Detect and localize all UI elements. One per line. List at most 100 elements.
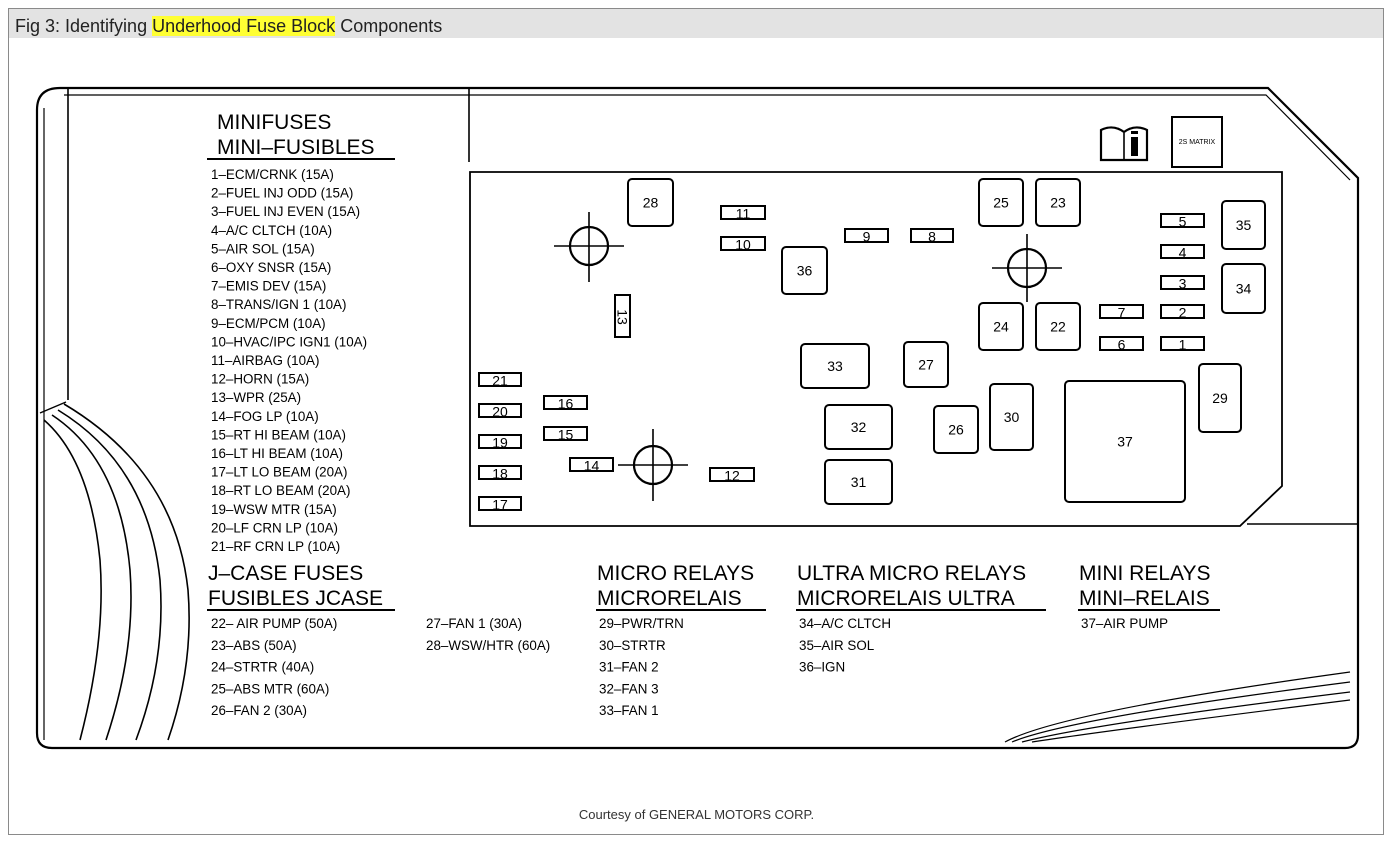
fuse-label-5: 5: [1179, 214, 1187, 230]
ultra-micro-relay-item: 35–AIR SOL: [799, 638, 874, 653]
relay-24: [978, 302, 1024, 351]
fuse-20: [478, 403, 522, 418]
minifuse-item: 19–WSW MTR (15A): [211, 502, 337, 517]
mini-relay-item: 37–AIR PUMP: [1081, 616, 1168, 631]
fuse-label-3: 3: [1179, 276, 1187, 292]
fuse-label-18: 18: [492, 466, 508, 482]
fuse-10: [720, 236, 766, 251]
minifuses-header-en: MINIFUSES: [217, 111, 331, 134]
minifuse-item: 6–OXY SNSR (15A): [211, 260, 331, 275]
relay-34: [1221, 263, 1266, 314]
relay-label-34: 34: [1236, 281, 1252, 297]
micro-relays-header-fr: MICRORELAIS: [597, 587, 742, 610]
fuse-label-10: 10: [735, 237, 751, 253]
minifuse-item: 18–RT LO BEAM (20A): [211, 483, 350, 498]
relay-label-26: 26: [948, 422, 964, 438]
micro-relays-header-en: MICRO RELAYS: [597, 562, 754, 585]
relay-label-22: 22: [1050, 319, 1066, 335]
jcase-fuse-item: 28–WSW/HTR (60A): [426, 638, 550, 653]
fuse-label-6: 6: [1118, 337, 1126, 353]
fuse-8: [910, 228, 954, 243]
jcase-fuse-item: 24–STRTR (40A): [211, 660, 314, 675]
fuse-label-2: 2: [1179, 305, 1187, 321]
micro-relay-item: 29–PWR/TRN: [599, 616, 684, 631]
fuse-label-20: 20: [492, 404, 508, 420]
minifuse-item: 1–ECM/CRNK (15A): [211, 167, 334, 182]
relay-33: [800, 343, 870, 389]
relay-27: [903, 341, 949, 388]
fuse-21: [478, 372, 522, 387]
relay-35: [1221, 200, 1266, 250]
minifuse-item: 4–A/C CLTCH (10A): [211, 223, 332, 238]
jcase-header-en: J–CASE FUSES: [208, 562, 363, 585]
minifuse-item: 2–FUEL INJ ODD (15A): [211, 186, 353, 201]
fuse-19: [478, 434, 522, 449]
relay-label-30: 30: [1004, 409, 1020, 425]
fuse-label-12: 12: [724, 468, 740, 484]
minifuse-item: 16–LT HI BEAM (10A): [211, 446, 343, 461]
relay-25: [978, 178, 1024, 227]
relay-22: [1035, 302, 1081, 351]
fuse-2: [1160, 304, 1205, 319]
manual-book-icon: [1099, 126, 1149, 162]
relay-37: [1064, 380, 1186, 503]
jcase-header-fr: FUSIBLES JCASE: [208, 587, 383, 610]
relay-label-33: 33: [827, 358, 843, 374]
fuse-14: [569, 457, 614, 472]
minifuse-item: 11–AIRBAG (10A): [211, 353, 319, 368]
fuse-label-13: 13: [615, 309, 631, 325]
minifuse-item: 10–HVAC/IPC IGN1 (10A): [211, 334, 367, 349]
jcase-fuse-item: 26–FAN 2 (30A): [211, 703, 307, 718]
minifuse-item: 17–LT LO BEAM (20A): [211, 465, 347, 480]
fuse-18: [478, 465, 522, 480]
fuse-label-4: 4: [1179, 245, 1187, 261]
minifuses-header-fr: MINI–FUSIBLES: [217, 136, 375, 159]
figure-frame: [8, 8, 1384, 835]
ultra-micro-relay-item: 34–A/C CLTCH: [799, 616, 891, 631]
fuse-4: [1160, 244, 1205, 259]
fuse-7: [1099, 304, 1144, 319]
relay-26: [933, 405, 979, 454]
fuse-label-21: 21: [492, 373, 508, 389]
fuse-label-8: 8: [928, 229, 936, 245]
relay-label-36: 36: [797, 263, 813, 279]
fuse-label-14: 14: [584, 458, 600, 474]
relay-31: [824, 459, 893, 505]
relay-36: [781, 246, 828, 295]
fuse-5: [1160, 213, 1205, 228]
fuse-1: [1160, 336, 1205, 351]
minifuse-item: 21–RF CRN LP (10A): [211, 539, 340, 554]
fuse-16: [543, 395, 588, 410]
relay-label-24: 24: [993, 319, 1009, 335]
micro-relay-item: 32–FAN 3: [599, 681, 659, 696]
mini-relays-header-fr: MINI–RELAIS: [1079, 587, 1210, 610]
fuse-label-7: 7: [1118, 305, 1126, 321]
relay-label-28: 28: [643, 195, 659, 211]
relay-label-32: 32: [851, 419, 867, 435]
relay-29: [1198, 363, 1242, 433]
fuse-label-19: 19: [492, 435, 508, 451]
fuse-label-11: 11: [736, 206, 751, 222]
ultra-micro-relays-header-en: ULTRA MICRO RELAYS: [797, 562, 1026, 585]
relay-23: [1035, 178, 1081, 227]
title-prefix: Fig 3: Identifying: [15, 16, 153, 36]
relay-32: [824, 404, 893, 450]
title-suffix: Components: [335, 16, 443, 36]
fuse-label-17: 17: [492, 497, 508, 513]
relay-label-31: 31: [851, 474, 867, 490]
minifuse-item: 15–RT HI BEAM (10A): [211, 427, 346, 442]
relay-label-23: 23: [1050, 195, 1066, 211]
mini-relays-header-en: MINI RELAYS: [1079, 562, 1210, 585]
fuse-13: [614, 294, 631, 338]
jcase-fuse-item: 22– AIR PUMP (50A): [211, 616, 337, 631]
fuse-9: [844, 228, 889, 243]
fuse-label-9: 9: [863, 229, 871, 245]
relay-30: [989, 383, 1034, 451]
relay-label-27: 27: [918, 357, 934, 373]
fuse-17: [478, 496, 522, 511]
minifuse-item: 7–EMIS DEV (15A): [211, 279, 326, 294]
minifuse-item: 5–AIR SOL (15A): [211, 241, 315, 256]
relay-label-35: 35: [1236, 217, 1252, 233]
relay-label-37: 37: [1117, 434, 1133, 450]
minifuse-item: 12–HORN (15A): [211, 372, 309, 387]
